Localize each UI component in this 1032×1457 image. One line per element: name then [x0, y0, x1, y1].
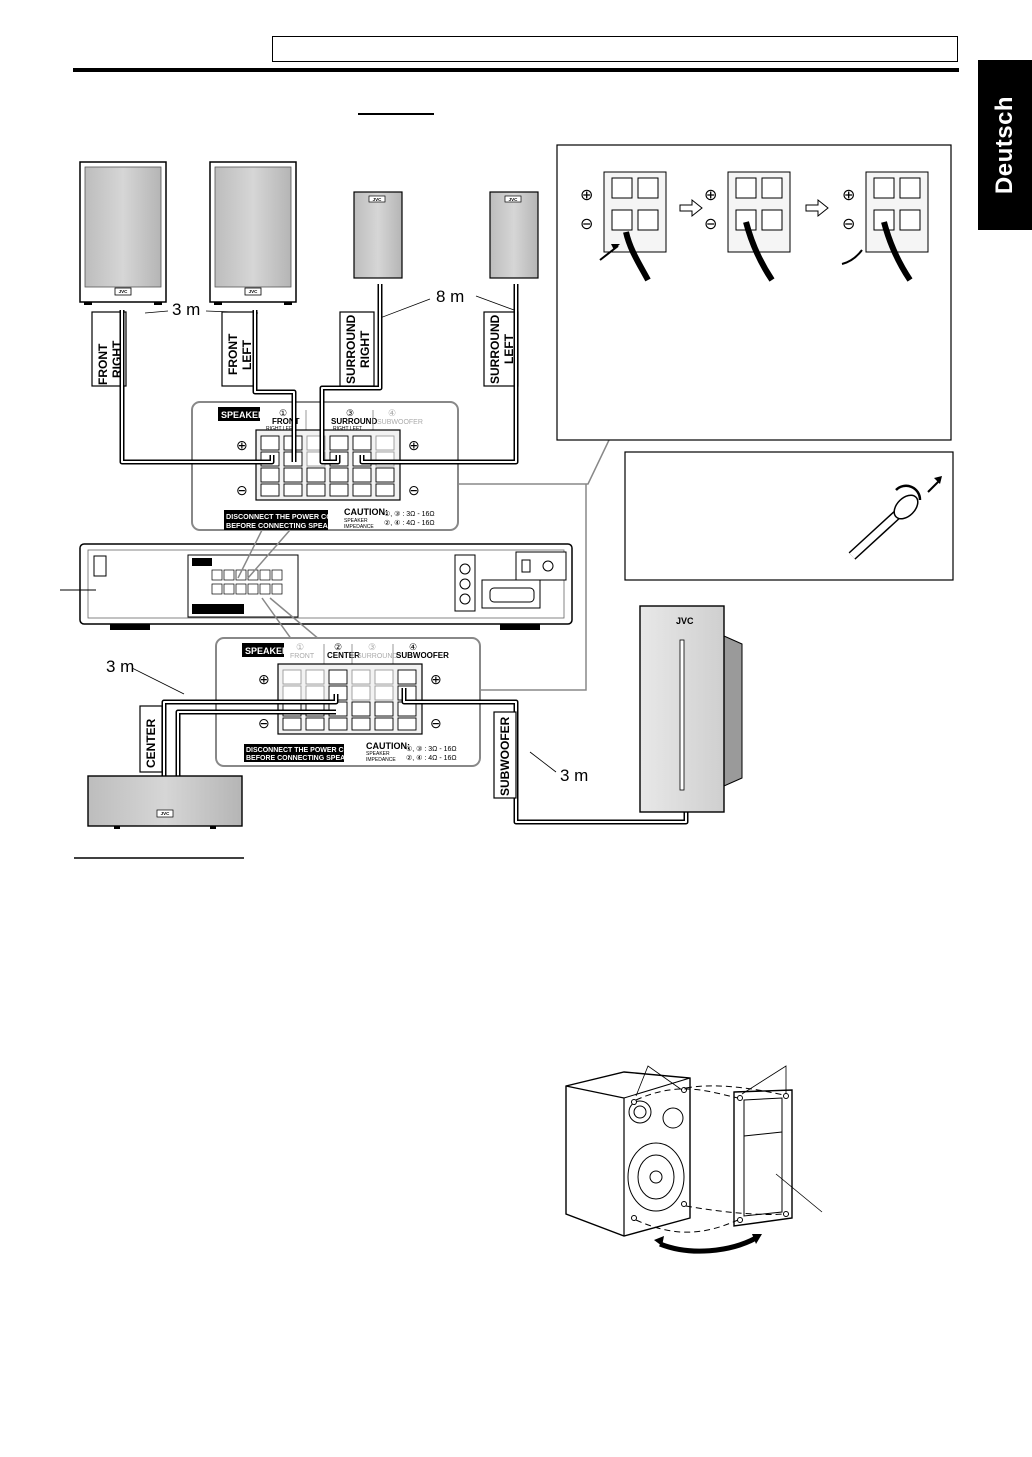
- surround-right-speaker: [353, 191, 403, 279]
- diagram-panel-top-impedance-1-text: ①, ③ : 3Ω - 16Ω: [384, 510, 435, 518]
- diagram-minus-text: ⊖: [704, 216, 717, 233]
- diagram-plus-text: ⊕: [236, 437, 248, 453]
- jvc-badge-text: JVC: [509, 197, 519, 202]
- surround-distance: 8 m: [436, 287, 464, 306]
- diagram-speaker-labels-surround-left-0-text: SURROUND: [488, 314, 502, 384]
- diagram-panel-bottom-ch4-num-text: ④: [409, 642, 417, 652]
- jvc-badge-text: JVC: [161, 811, 171, 816]
- diagram-panel-top-impedance-label2-text: IMPEDANCE: [344, 524, 374, 530]
- diagram-distances-center-text: 3 m: [106, 657, 134, 676]
- diagram-panel-top-ch1-sub-text: RIGHT LEFT: [266, 426, 295, 432]
- heading-underline: [358, 113, 434, 115]
- center-speaker: [87, 775, 243, 829]
- front-right-speaker: [79, 161, 167, 305]
- header-rule: [73, 68, 959, 72]
- diagram-panel-top-warning-line2-text: BEFORE CONNECTING SPEAKERS: [226, 521, 348, 530]
- diagram-plus-text: ⊕: [408, 437, 420, 453]
- diagram-panel-bottom-caution-text: CAUTION:: [366, 741, 410, 751]
- diagram-minus-text: ⊖: [430, 715, 442, 731]
- diagram-plus-text: ⊕: [842, 187, 855, 204]
- diagram-panel-top-ch1-num-text: ①: [279, 408, 287, 418]
- surround-left-speaker: [489, 191, 539, 279]
- label-surround-right: SURROUND RIGHT: [339, 311, 375, 387]
- wiring-step-2: ⊕ ⊖: [704, 171, 791, 282]
- terminal-panel-bottom: SPEAKERS ① FRONT ② CENTER ③ SURROUND ④ S…: [215, 637, 481, 767]
- diagram-minus-text: ⊖: [258, 715, 270, 731]
- diagram-speaker-labels-front-left-1-text: LEFT: [240, 339, 254, 370]
- diagram-speaker-labels-center-text: CENTER: [144, 718, 158, 768]
- diagram-distances-subwoofer-text: 3 m: [560, 766, 588, 785]
- diagram-panel-top-ch1-name-text: FRONT: [272, 417, 300, 426]
- diagram-panel-bottom-impedance-label1-text: SPEAKER: [366, 751, 390, 757]
- diagram-panel-bottom-ch3-num-text: ③: [368, 642, 376, 652]
- diagram-panel-top-ch3-name-text: SURROUND: [331, 417, 377, 426]
- diagram-panel-top-impedance-label1-text: SPEAKER: [344, 518, 368, 524]
- terminal-panel-top: SPEAKERS ① FRONT RIGHT LEFT ③ SURROUND R…: [191, 401, 459, 531]
- diagram-minus-text: ⊖: [408, 482, 420, 498]
- diagram-panel-bottom-ch2-name-text: CENTER: [327, 651, 360, 660]
- diagram-brand-text: JVC: [676, 616, 694, 626]
- diagram-minus-text: ⊖: [842, 216, 855, 233]
- wiring-step-3: ⊕ ⊖: [841, 171, 929, 282]
- diagram-panel-top-title-text: SPEAKERS: [221, 410, 271, 420]
- language-tab: Deutsch: [978, 60, 1032, 230]
- diagram-panel-top-caution-text: CAUTION:: [344, 507, 388, 517]
- diagram-panel-bottom-ch1-name-text: FRONT: [290, 653, 315, 660]
- diagram-minus-text: ⊖: [236, 482, 248, 498]
- diagram-speaker-labels-subwoofer-text: SUBWOOFER: [498, 716, 512, 796]
- diagram-panel-bottom-ch3-name-text: SURROUND: [357, 653, 397, 660]
- label-subwoofer: SUBWOOFER: [493, 711, 517, 799]
- diagram-panel-top-ch4-name-text: SUBWOOFER: [377, 419, 423, 426]
- main-unit-rear: [60, 543, 573, 630]
- wire-strip-box: [624, 451, 954, 581]
- label-center: CENTER: [139, 705, 163, 773]
- diagram-plus-text: ⊕: [580, 187, 593, 204]
- diagram-speaker-labels-surround-right-1-text: RIGHT: [358, 330, 372, 368]
- diagram-panel-bottom-ch1-num-text: ①: [296, 642, 304, 652]
- diagram-panel-bottom-ch4-name-text: SUBWOOFER: [396, 651, 449, 660]
- diagram-plus-text: ⊕: [258, 671, 270, 687]
- diagram-plus-text: ⊕: [704, 187, 717, 204]
- diagram-panel-top-ch3-sub-text: RIGHT LEFT: [333, 426, 362, 432]
- diagram-panel-bottom-title-text: SPEAKERS: [245, 646, 295, 656]
- label-surround-left: SURROUND LEFT: [483, 311, 519, 387]
- diagram-speaker-labels-surround-right-0-text: SURROUND: [344, 314, 358, 384]
- diagram-panel-bottom-impedance-label2-text: IMPEDANCE: [366, 757, 396, 763]
- diagram-minus-text: ⊖: [580, 216, 593, 233]
- diagram-panel-top-ch4-num-text: ④: [388, 408, 396, 418]
- label-front-left: FRONT LEFT: [221, 311, 257, 387]
- diagram-panel-top-ch3-num-text: ③: [346, 408, 354, 418]
- jvc-badge-text: JVC: [249, 289, 259, 294]
- diagram-panel-bottom-warning-line1-text: DISCONNECT THE POWER CORD: [246, 747, 359, 754]
- diagram-panel-bottom-impedance-2-text: ②, ④ : 4Ω - 16Ω: [406, 754, 457, 762]
- front-left-speaker: [209, 161, 297, 305]
- wiring-steps-box: ⊕ ⊖ ⊕ ⊖ ⊕ ⊖: [556, 144, 952, 441]
- diagram-panel-top-warning-line1-text: DISCONNECT THE POWER CORD: [226, 512, 342, 521]
- jvc-badge-text: JVC: [119, 289, 129, 294]
- diagram-speaker-labels-front-right-0-text: FRONT: [96, 343, 110, 385]
- speaker-grille-illustration: [565, 1065, 823, 1254]
- diagram-panel-bottom-warning-line2-text: BEFORE CONNECTING SPEAKERS: [246, 755, 365, 762]
- header-box: [272, 36, 958, 62]
- wiring-step-1: ⊕ ⊖: [580, 171, 667, 282]
- diagram-speaker-labels-surround-left-1-text: LEFT: [502, 333, 516, 364]
- jvc-badge-text: JVC: [373, 197, 383, 202]
- diagram-panel-bottom-impedance-1-text: ①, ③ : 3Ω - 16Ω: [406, 745, 457, 753]
- front-distance: 3 m: [172, 300, 200, 319]
- diagram-speaker-labels-front-left-0-text: FRONT: [226, 333, 240, 375]
- diagram-plus-text: ⊕: [430, 671, 442, 687]
- subwoofer: JVC: [639, 605, 743, 813]
- diagram-panel-top-impedance-2-text: ②, ④ : 4Ω - 16Ω: [384, 519, 435, 527]
- diagram-panel-bottom-ch2-num-text: ②: [334, 642, 342, 652]
